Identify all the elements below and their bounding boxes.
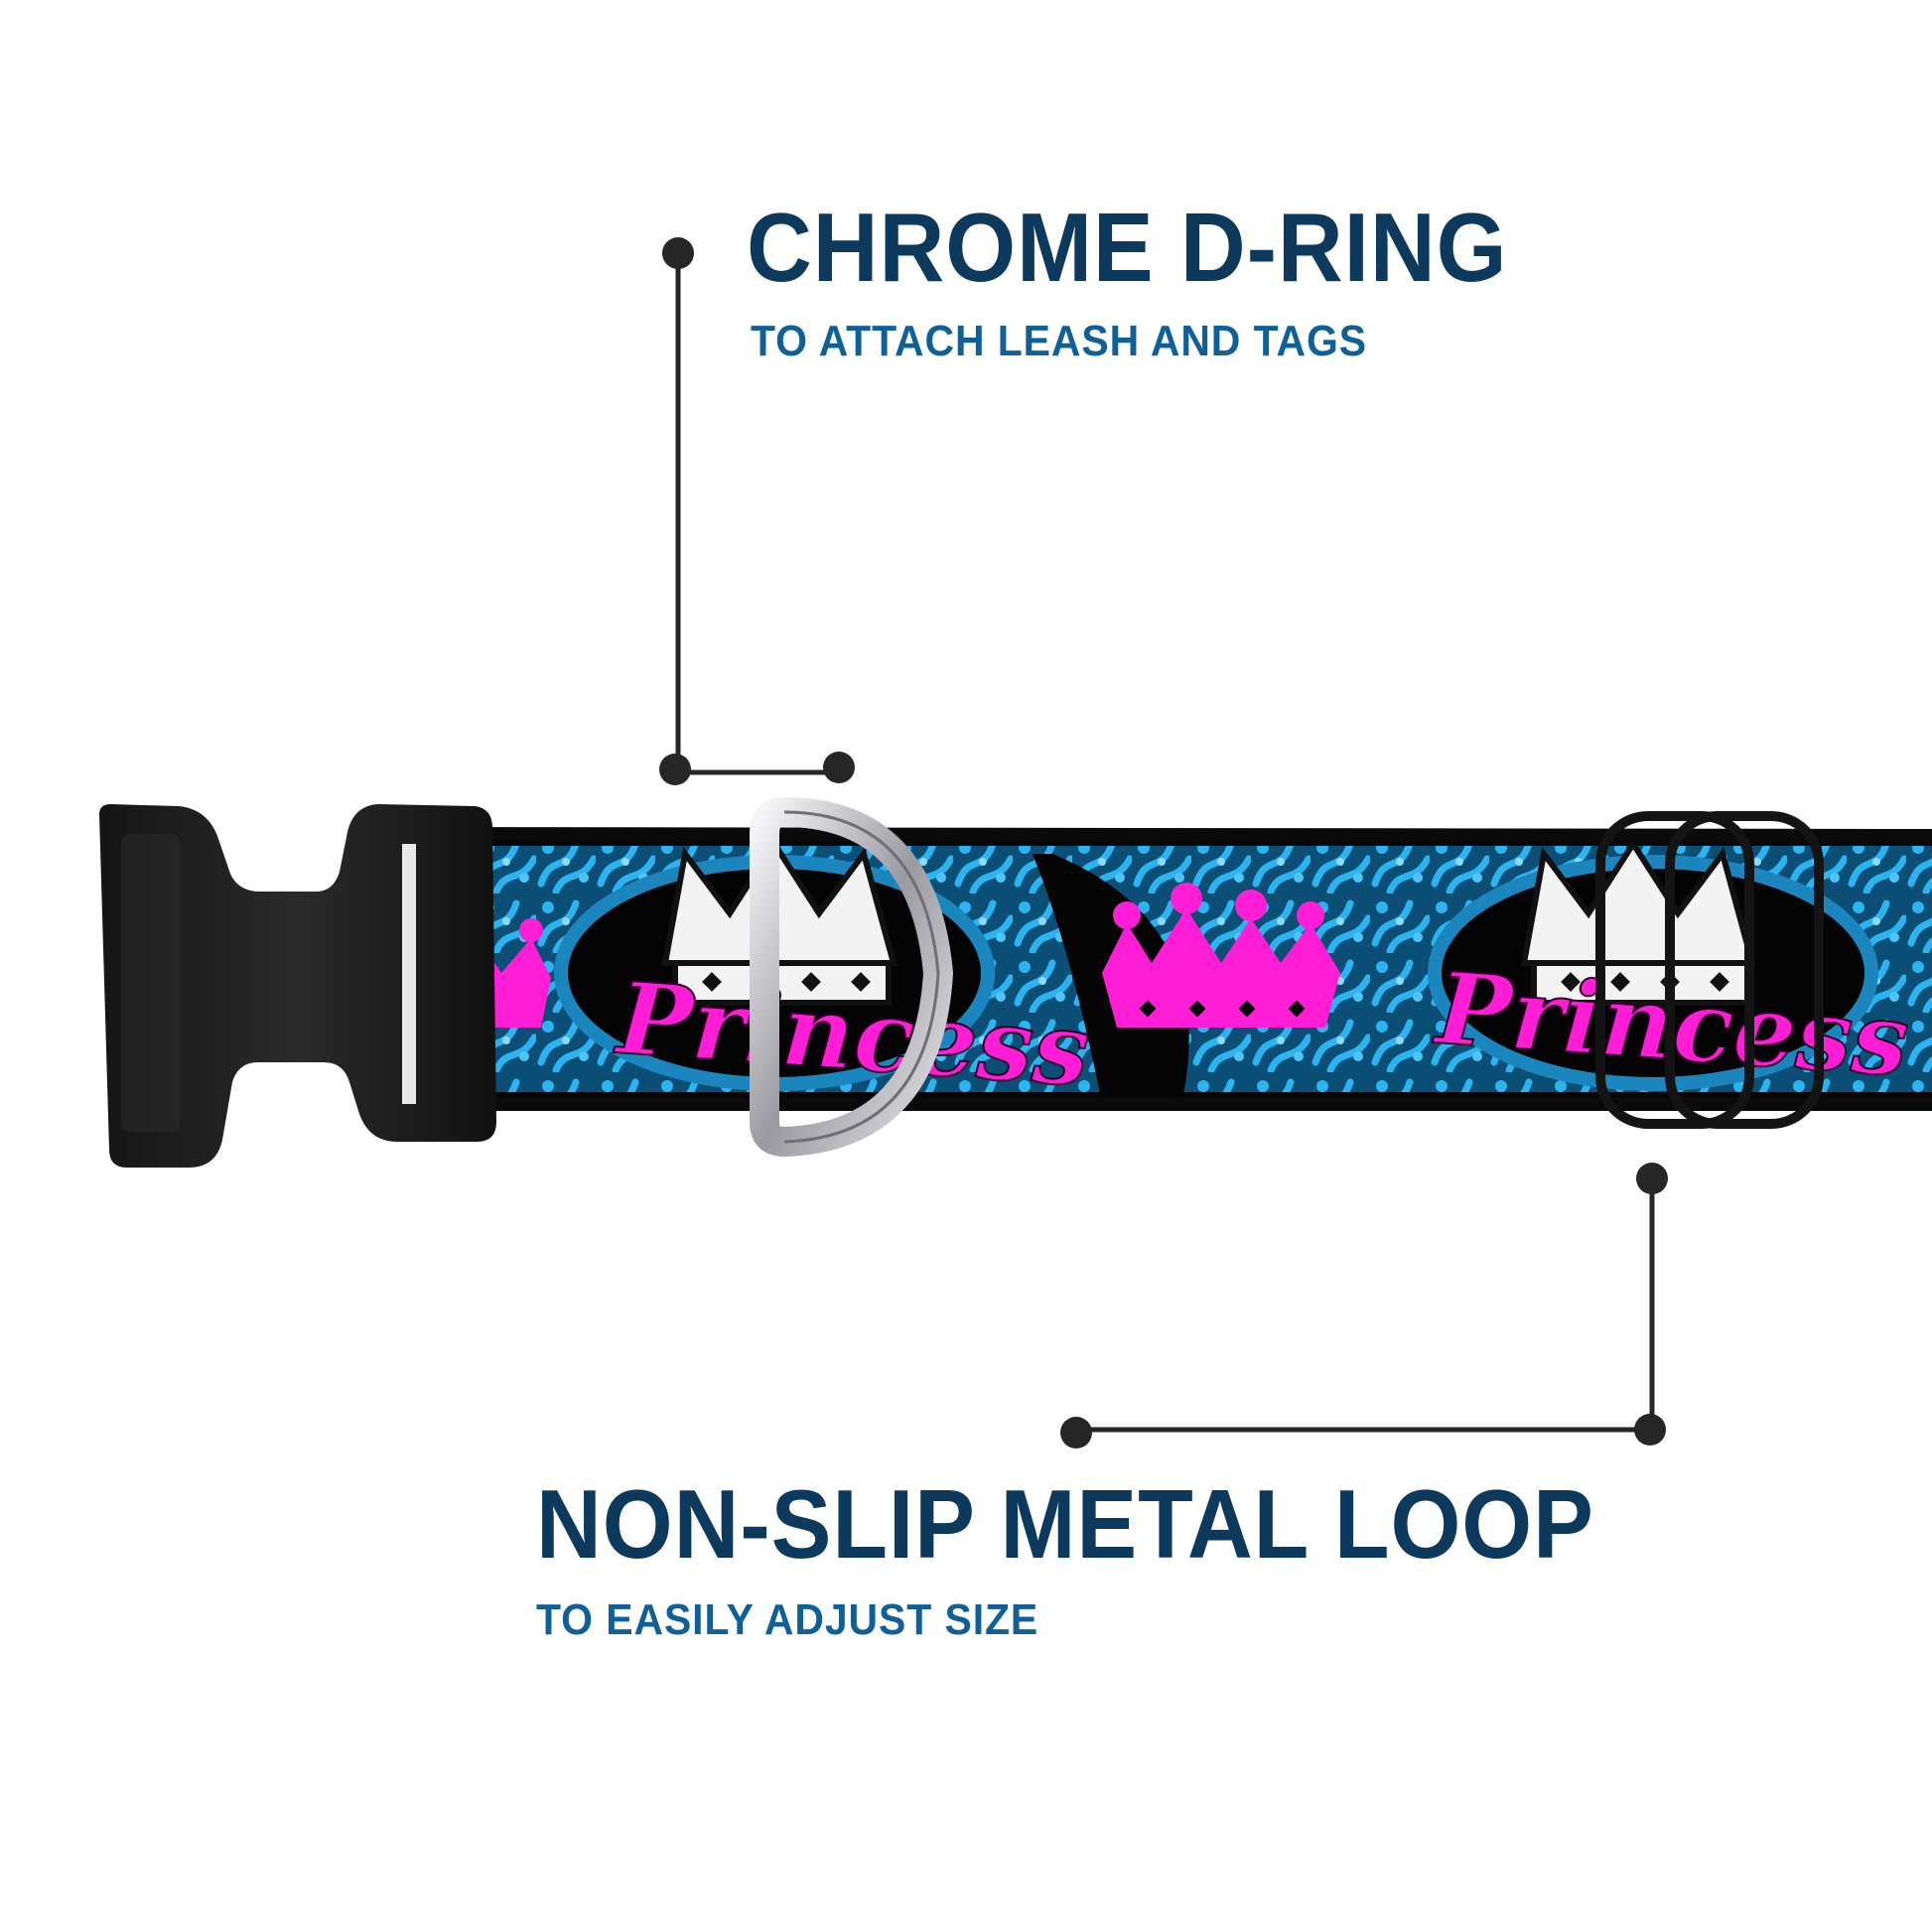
chrome-d-ring-icon — [750, 796, 954, 1158]
metal-loop-subtitle: TO EASILY ADJUST SIZE — [536, 1595, 1039, 1644]
d-ring-subtitle: TO ATTACH LEASH AND TAGS — [751, 317, 1367, 365]
loop-callout-leader — [1060, 1163, 1668, 1449]
d-ring-callout-leader — [659, 237, 855, 785]
non-slip-loop-icon — [1595, 811, 1824, 1129]
d-ring-title: CHROME D-RING — [747, 193, 1508, 302]
side-release-buckle — [99, 804, 496, 1168]
collar-webbing: Princess Princess — [397, 834, 1932, 1104]
white-crown-icon — [1520, 838, 1756, 1006]
pink-crown-icon — [1102, 883, 1340, 1028]
metal-loop-title: NON-SLIP METAL LOOP — [536, 1469, 1594, 1579]
